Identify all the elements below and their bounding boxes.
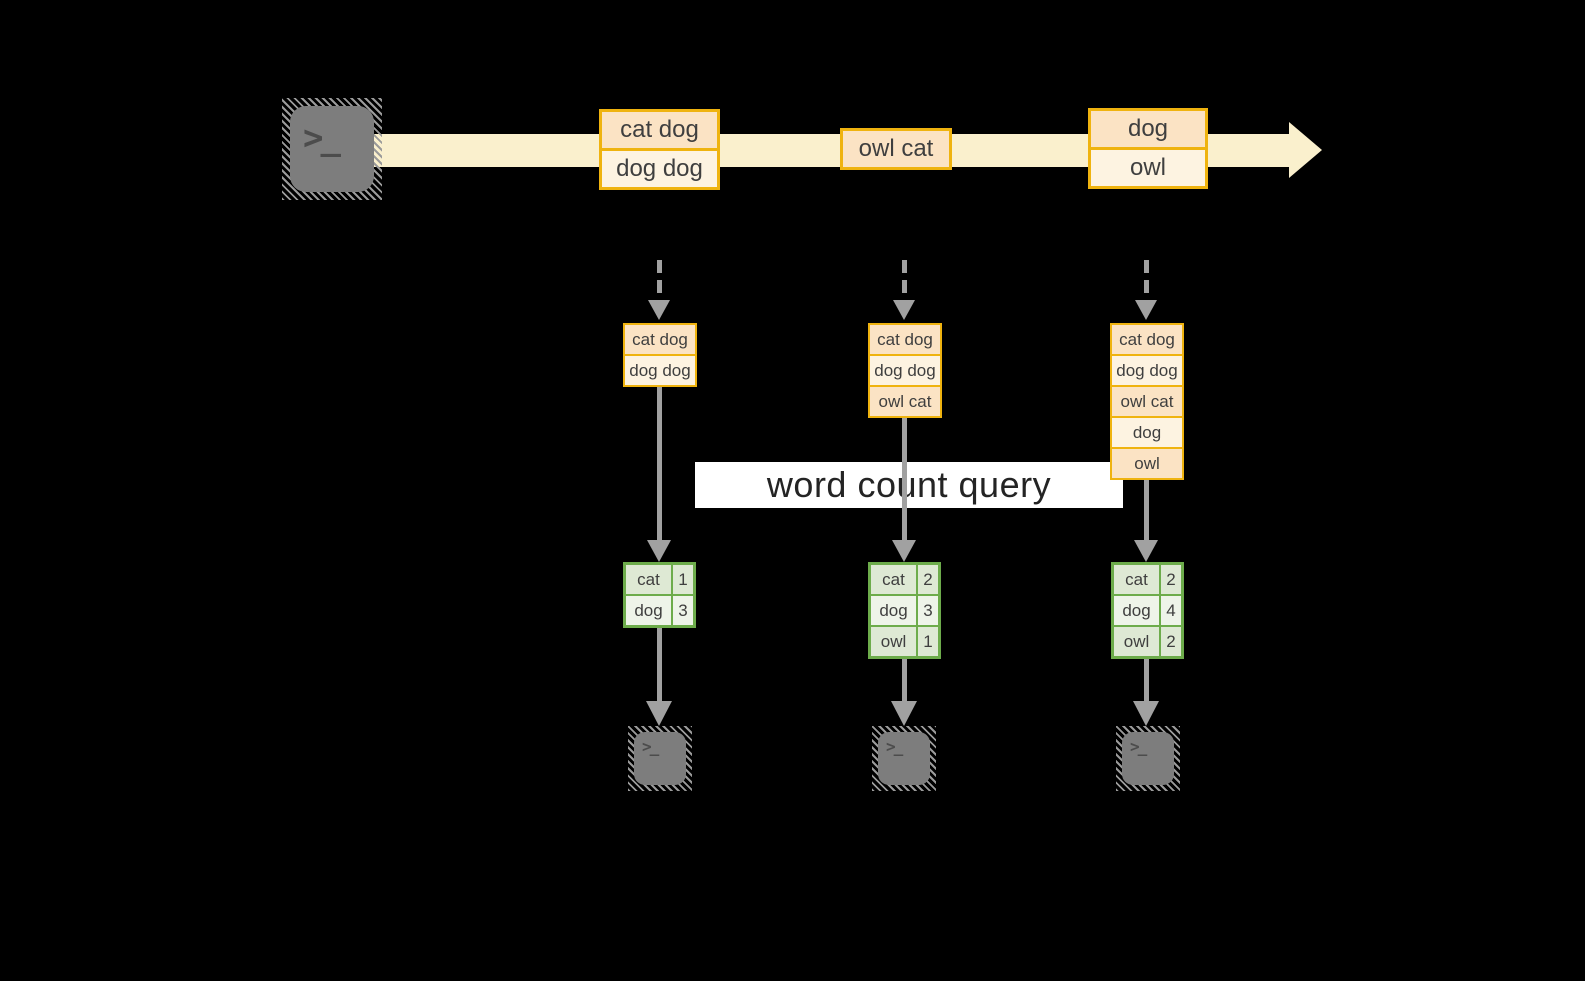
count-word-cell: dog xyxy=(626,596,673,625)
connector-line xyxy=(1144,480,1149,540)
message-cell: dog dog xyxy=(602,148,717,187)
dashed-connector xyxy=(657,260,662,302)
message-cell: dog dog xyxy=(870,354,940,385)
count-word-cell: owl xyxy=(1114,627,1161,656)
stream-batch-2: owl cat xyxy=(840,128,952,170)
arrow-down-icon xyxy=(647,540,671,562)
arrow-down-icon xyxy=(893,300,915,320)
terminal-screen: >_ xyxy=(1122,732,1174,785)
count-word-cell: dog xyxy=(1114,596,1161,625)
message-cell: cat dog xyxy=(625,325,695,354)
count-value-cell: 1 xyxy=(918,627,938,656)
terminal-screen: >_ xyxy=(878,732,930,785)
terminal-prompt-icon: >_ xyxy=(303,118,341,158)
count-word-cell: dog xyxy=(871,596,918,625)
count-value-cell: 2 xyxy=(1161,565,1181,594)
message-cell: owl cat xyxy=(870,385,940,416)
terminal-prompt-icon: >_ xyxy=(1130,737,1147,756)
count-word-cell: owl xyxy=(871,627,918,656)
source-terminal-icon: >_ xyxy=(282,98,382,200)
arrow-down-icon xyxy=(1135,300,1157,320)
dashed-connector xyxy=(902,260,907,302)
message-cell: cat dog xyxy=(1112,325,1182,354)
count-word-cell: cat xyxy=(626,565,673,594)
query-label: word count query xyxy=(766,464,1052,505)
message-cell: cat dog xyxy=(870,325,940,354)
message-cell: dog xyxy=(1112,416,1182,447)
arrow-down-icon xyxy=(1134,540,1158,562)
stream-arrow-head-icon xyxy=(1289,122,1322,178)
arrow-down-icon xyxy=(648,300,670,320)
message-cell: cat dog xyxy=(602,112,717,148)
count-value-cell: 4 xyxy=(1161,596,1181,625)
count-value-cell: 2 xyxy=(1161,627,1181,656)
terminal-screen: >_ xyxy=(634,732,686,785)
count-value-cell: 3 xyxy=(673,596,693,625)
count-word-cell: cat xyxy=(871,565,918,594)
message-cell: dog xyxy=(1091,111,1205,147)
connector-line xyxy=(657,387,662,540)
dashed-connector xyxy=(1144,260,1149,302)
message-cell: owl xyxy=(1091,147,1205,186)
arrow-down-icon xyxy=(891,701,917,726)
connector-line xyxy=(1144,659,1149,702)
message-cell: dog dog xyxy=(1112,354,1182,385)
arrow-down-icon xyxy=(646,701,672,726)
output-terminal-icon-3: >_ xyxy=(1116,726,1180,791)
arrow-down-icon xyxy=(892,540,916,562)
terminal-prompt-icon: >_ xyxy=(886,737,903,756)
connector-line xyxy=(902,659,907,702)
count-value-cell: 1 xyxy=(673,565,693,594)
count-word-cell: cat xyxy=(1114,565,1161,594)
message-cell: dog dog xyxy=(625,354,695,385)
connector-line xyxy=(657,628,662,702)
output-terminal-icon-2: >_ xyxy=(872,726,936,791)
count-value-cell: 2 xyxy=(918,565,938,594)
terminal-screen: >_ xyxy=(290,106,374,192)
connector-line xyxy=(902,418,907,540)
arrow-down-icon xyxy=(1133,701,1159,726)
count-value-cell: 3 xyxy=(918,596,938,625)
message-cell: owl cat xyxy=(843,131,949,167)
terminal-prompt-icon: >_ xyxy=(642,737,659,756)
query-banner: word count query xyxy=(695,462,1123,508)
output-terminal-icon-1: >_ xyxy=(628,726,692,791)
message-cell: owl xyxy=(1112,447,1182,478)
message-cell: owl cat xyxy=(1112,385,1182,416)
